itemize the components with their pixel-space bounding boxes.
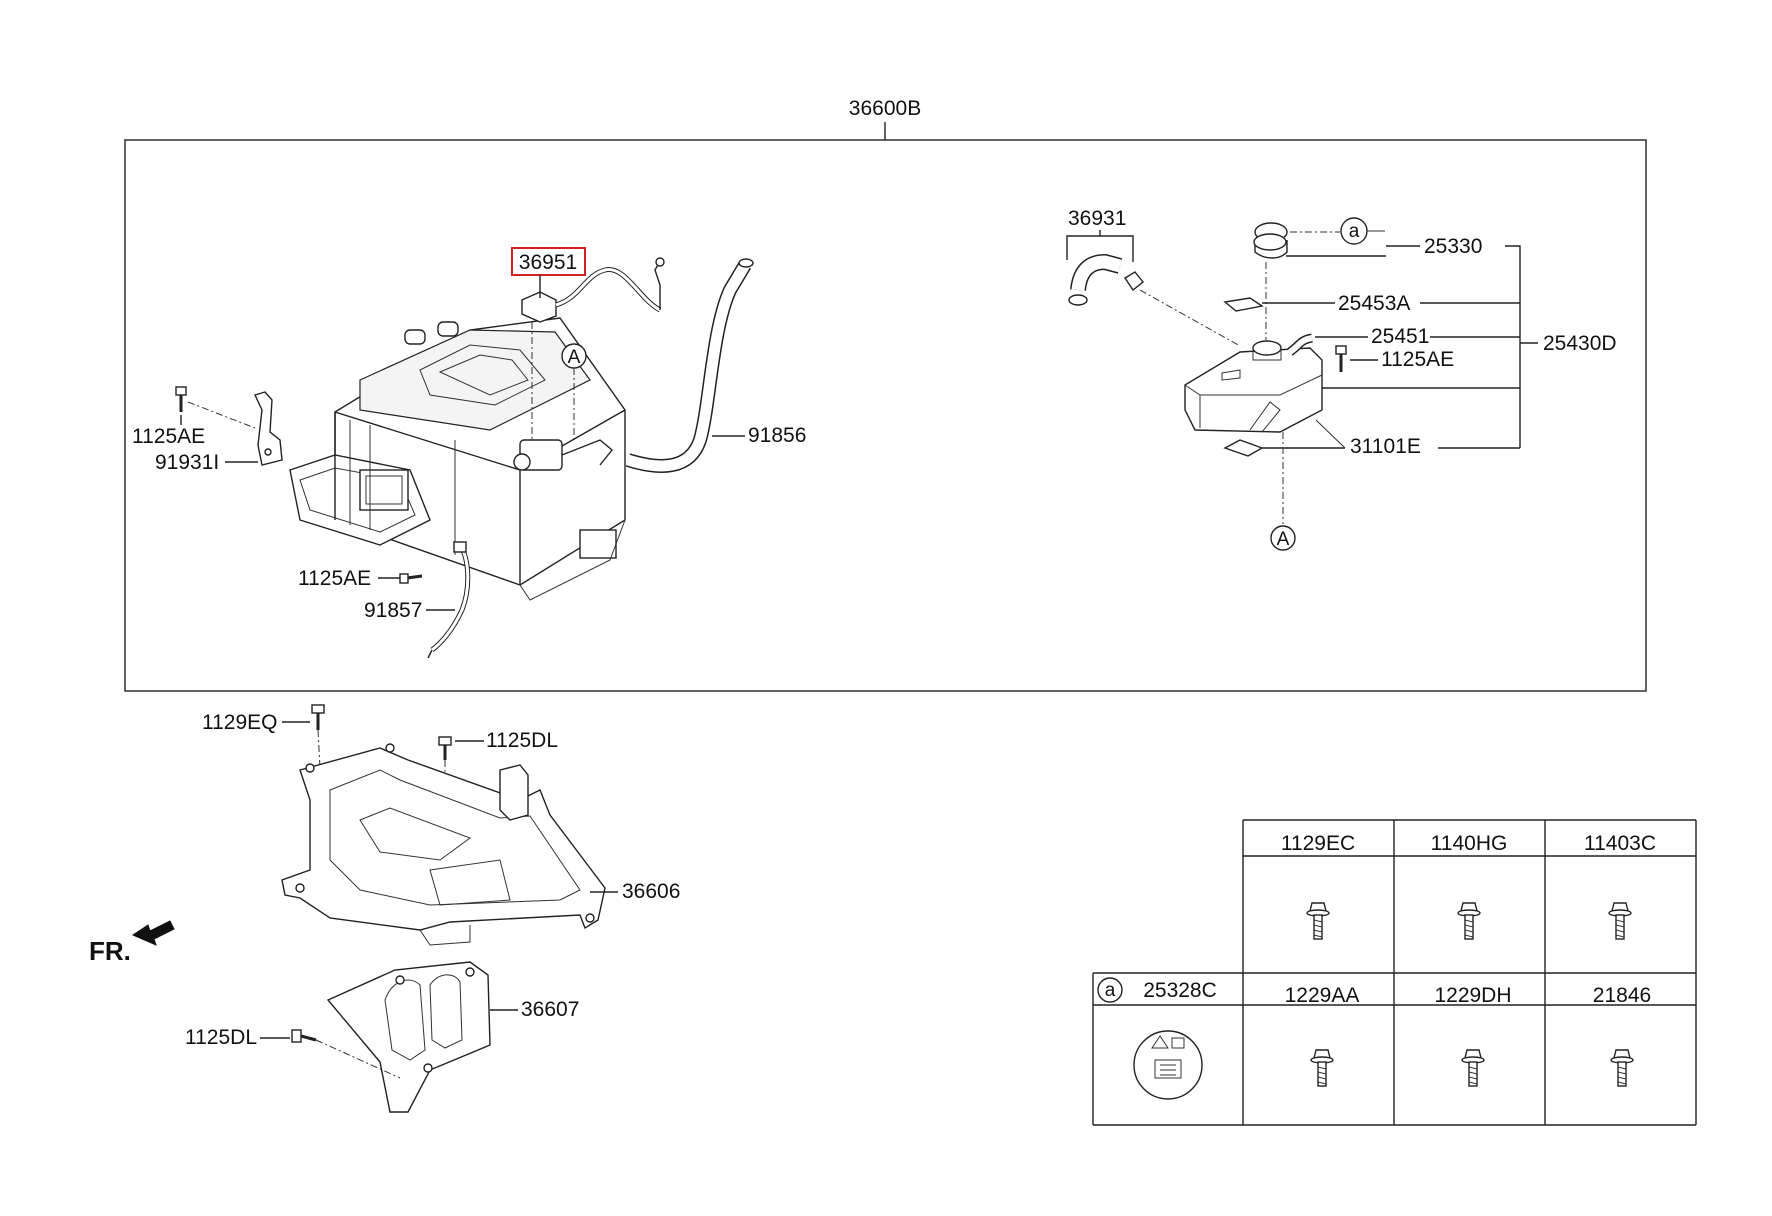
callout-91857[interactable]: 91857 [364,599,422,622]
bolt-1125DL-b [291,1029,317,1043]
table-header-11403C: 11403C [1584,832,1656,855]
ref-a-1: a [1349,221,1360,242]
front-arrow-icon [131,920,175,946]
part-91856-hose [625,258,754,473]
table-header-1229AA: 1229AA [1285,984,1360,1007]
bolt-1125AE-b [399,573,423,584]
callout-36951[interactable]: 36951 [519,251,577,274]
fastener-table [1092,819,1697,1126]
bolt-1125DL-b-guide [315,1039,401,1079]
table-header-1129EC: 1129EC [1281,832,1355,855]
callout-1129EQ[interactable]: 1129EQ [202,711,278,734]
leader-25430D-bracket [1505,245,1521,448]
callout-25453A[interactable]: 25453A [1338,292,1410,315]
part-25453A-label [1223,297,1264,312]
bolt-1125DL-a [438,736,452,760]
ref-a-2: a [1105,980,1116,1001]
assembly-number: 36600B [849,97,921,120]
callout-91931I[interactable]: 91931I [155,451,219,474]
callout-36607[interactable]: 36607 [521,998,579,1021]
ref-circle-A-2 [1270,525,1296,551]
ref-A-2: A [1277,529,1290,550]
part-31101E-pad [1223,439,1264,457]
warning-label-25328C-icon [1133,1030,1203,1100]
callout-1125DL-a[interactable]: 1125DL [486,729,558,752]
callout-31101E[interactable]: 31101E [1350,435,1421,458]
bolt-1125AE-c [1335,345,1347,372]
callout-1125DL-b[interactable]: 1125DL [185,1026,257,1049]
ref-A-1: A [568,347,581,368]
ref-circle-a-2 [1097,977,1123,1003]
bolt-21846-icon [1610,1049,1634,1087]
part-25330-cap [1253,222,1288,259]
table-header-1229DH: 1229DH [1434,984,1511,1007]
table-header-21846: 21846 [1593,984,1651,1007]
bolt-1129EQ-guide [317,729,321,769]
bolt-1125AE-a [175,386,187,412]
front-indicator-label: FR. [89,936,131,966]
callout-1125AE-c[interactable]: 1125AE [1381,348,1454,371]
bolt-1129EC-icon [1306,902,1330,940]
part-36951-sensor [521,257,665,440]
part-36606-tray [281,743,606,946]
bolt-a-guide [187,401,256,429]
assembly-frame [124,139,1647,692]
bolt-11403C-icon [1608,902,1632,940]
callout-36606[interactable]: 36606 [622,880,680,903]
bolt-1229DH-icon [1461,1049,1485,1087]
callout-25451[interactable]: 25451 [1371,325,1429,348]
inverter-unit [289,317,626,601]
part-36607-shield [326,961,491,1113]
table-header-1140HG: 1140HG [1431,832,1508,855]
part-36931-hose [1068,253,1144,306]
bolt-1140HG-icon [1457,902,1481,940]
callout-91856[interactable]: 91856 [748,424,806,447]
bolt-1229AA-icon [1310,1049,1334,1087]
callout-25430D[interactable]: 25430D [1543,332,1617,355]
hose-guide-line [1139,289,1241,347]
callout-25330[interactable]: 25330 [1424,235,1482,258]
part-91857-cable [427,541,471,659]
callout-1125AE-b[interactable]: 1125AE [298,567,371,590]
part-reservoir-tank [1184,333,1323,433]
highlight-box-36951 [511,247,586,276]
table-header-25328C: 25328C [1143,979,1217,1002]
leader-31101E-b [1315,419,1346,449]
callout-36931[interactable]: 36931 [1068,207,1126,230]
callout-1125AE-a[interactable]: 1125AE [132,425,205,448]
bolt-1129EQ [311,704,325,730]
part-91931I-bracket [254,391,283,466]
